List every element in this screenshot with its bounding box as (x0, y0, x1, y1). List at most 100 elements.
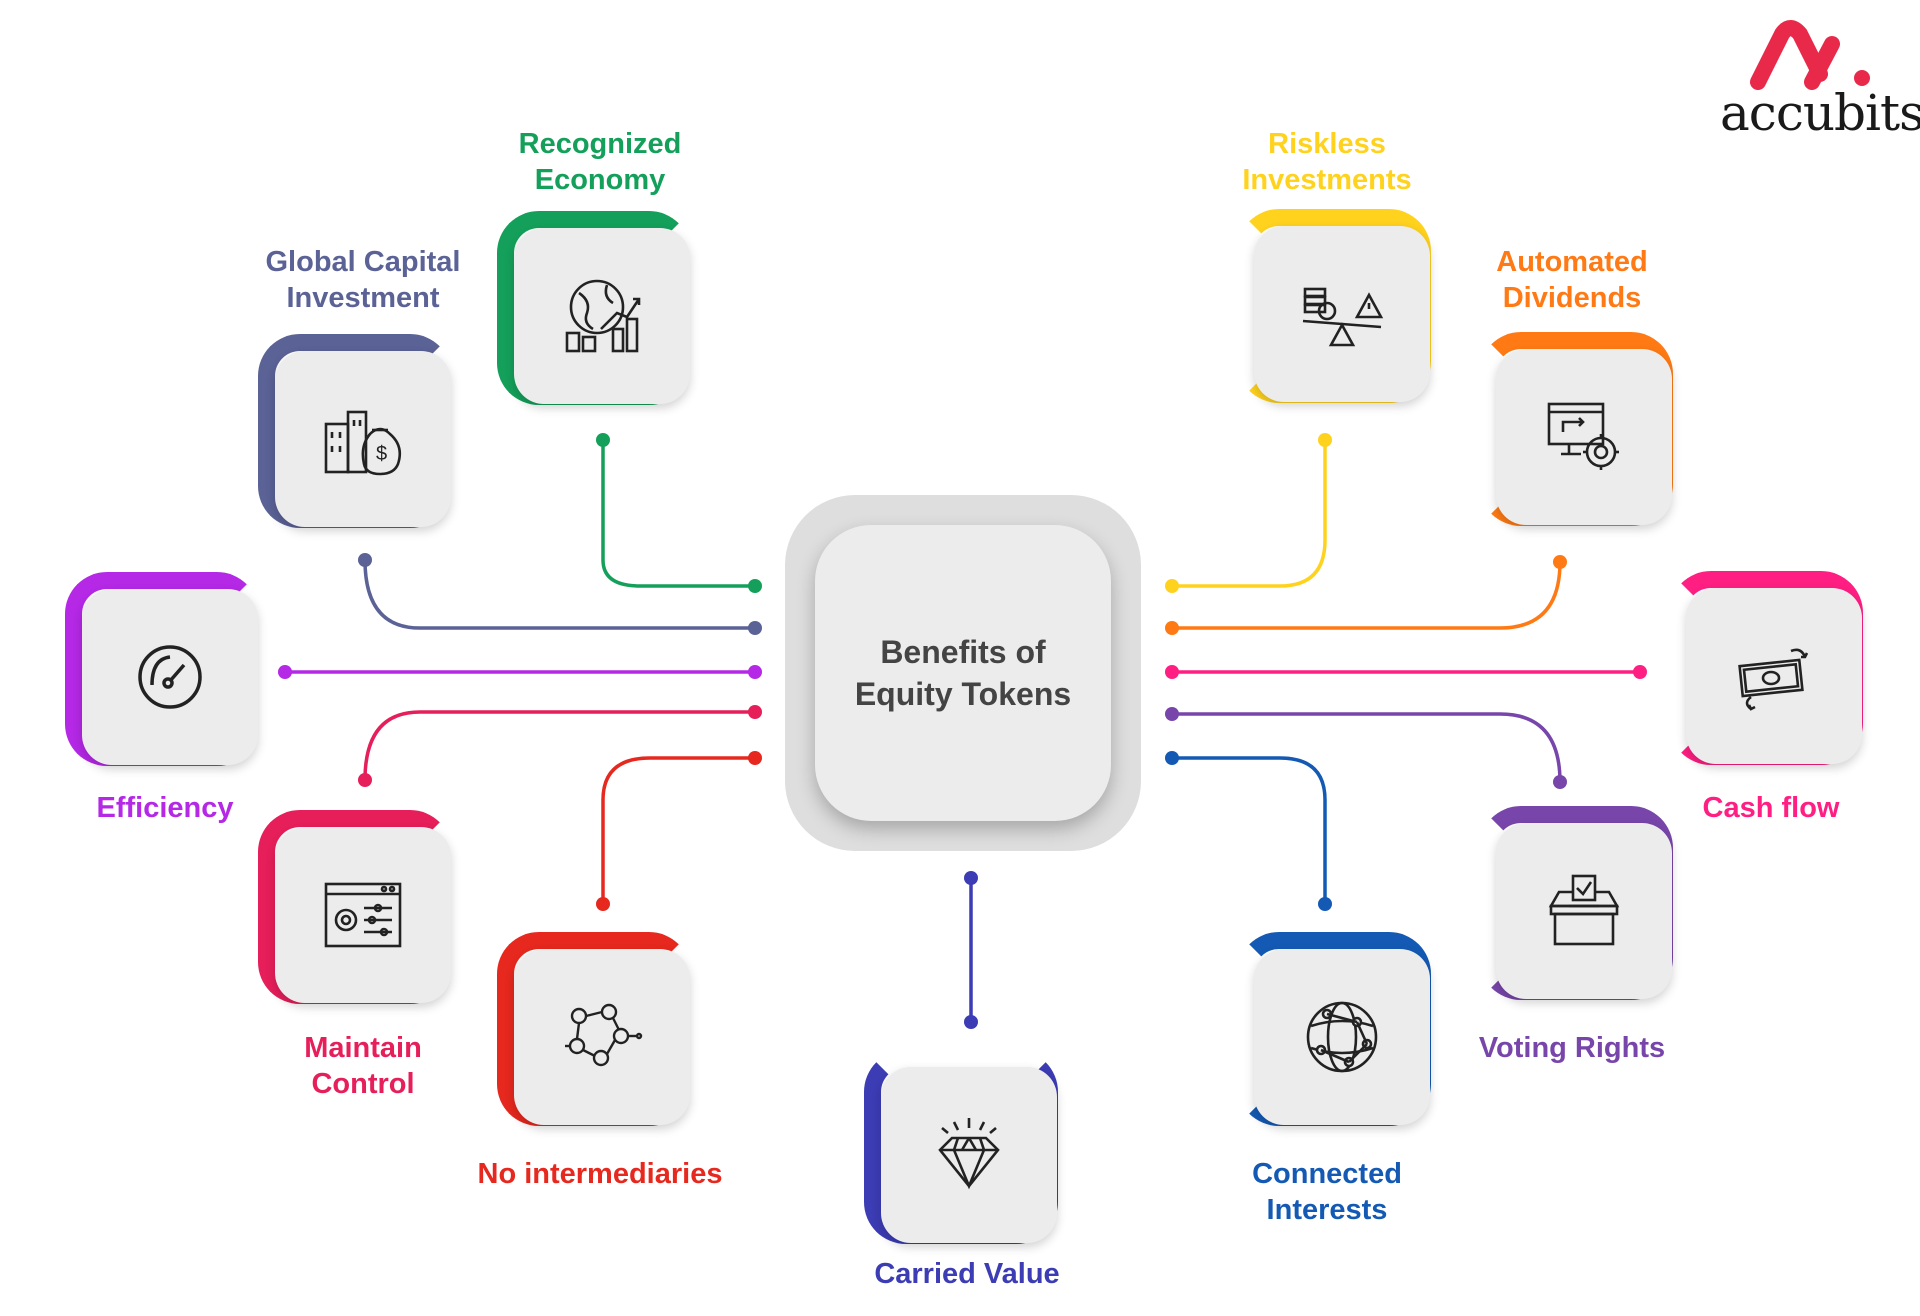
label-automated-dividends: Automated Dividends (1447, 244, 1697, 316)
accubits-logo: accubits (1720, 20, 1920, 142)
tile-connected-interests (1254, 949, 1430, 1125)
connector-dot-no-intermediaries-hub (748, 751, 762, 765)
label-voting-rights: Voting Rights (1447, 1030, 1697, 1066)
card-cash-flow (1669, 571, 1863, 765)
speedometer-icon (138, 645, 202, 709)
label-line-1: Riskless (1268, 128, 1386, 160)
label-line-2: Interests (1266, 1194, 1388, 1226)
connector-dot-no-intermediaries-card (596, 897, 610, 911)
tile-carried-value (881, 1067, 1057, 1243)
center-title: Benefits of Equity Tokens (815, 525, 1111, 821)
city-money-bag-icon: $ (324, 410, 402, 476)
label-efficiency: Efficiency (40, 790, 290, 826)
label-line-1: Automated (1496, 246, 1648, 278)
label-cash-flow: Cash flow (1646, 790, 1896, 826)
tile-no-intermediaries (514, 949, 690, 1125)
connector-dot-maintain-control-hub (748, 705, 762, 719)
connector-dot-recognized-economy-card (596, 433, 610, 447)
cash-exchange-icon (1738, 648, 1809, 711)
label-line-2: Economy (534, 164, 666, 196)
connector-dot-voting-rights-hub (1165, 707, 1179, 721)
label-no-intermediaries: No intermediaries (475, 1156, 725, 1192)
connector-riskless-investments (1172, 440, 1327, 588)
tile-recognized-economy (514, 228, 690, 404)
globe-network-icon (1306, 1001, 1378, 1073)
center-title-line-2: Equity Tokens (854, 676, 1072, 712)
label-line-2: Investment (286, 282, 440, 314)
connector-dot-efficiency-hub (748, 665, 762, 679)
label-global-capital: Global Capital Investment (238, 244, 488, 316)
connector-dot-carried-value-card (964, 871, 978, 885)
connector-dot-maintain-control-card (358, 773, 372, 787)
connector-global-capital (363, 559, 755, 630)
connector-maintain-control (363, 710, 755, 781)
connector-dot-efficiency-card (278, 665, 292, 679)
connector-recognized-economy (601, 440, 755, 588)
label-carried-value: Carried Value (842, 1256, 1092, 1292)
label-line-1: Voting Rights (1478, 1032, 1666, 1064)
label-riskless-investments: Riskless Investments (1202, 126, 1452, 198)
connector-automated-dividends (1172, 561, 1562, 630)
label-line-1: Connected (1252, 1158, 1402, 1190)
tile-efficiency (82, 589, 258, 765)
connector-no-intermediaries (601, 756, 755, 904)
balance-scale-risk-icon (1302, 287, 1384, 347)
connector-voting-rights (1172, 712, 1562, 783)
diamond-icon (938, 1118, 1000, 1190)
connector-dot-global-capital-card (358, 553, 372, 567)
card-riskless-investments (1237, 209, 1431, 403)
control-panel-icon (324, 882, 402, 948)
tile-riskless-investments (1254, 226, 1430, 402)
card-no-intermediaries (497, 932, 691, 1126)
connector-dot-riskless-investments-card (1318, 433, 1332, 447)
connector-dot-recognized-economy-hub (748, 579, 762, 593)
label-connected-interests: Connected Interests (1202, 1156, 1452, 1228)
label-line-2: Investments (1242, 164, 1412, 196)
connector-dot-automated-dividends-hub (1165, 621, 1179, 635)
tile-automated-dividends (1496, 349, 1672, 525)
label-line-2: Control (311, 1068, 415, 1100)
network-people-icon (565, 1003, 643, 1067)
connector-dot-global-capital-hub (748, 621, 762, 635)
computer-gear-icon (1547, 402, 1619, 470)
ballot-box-icon (1548, 874, 1620, 946)
label-line-1: Efficiency (96, 792, 234, 824)
card-maintain-control (258, 810, 452, 1004)
accubits-wordmark: accubits (1720, 84, 1920, 142)
connector-dot-connected-interests-card (1318, 897, 1332, 911)
card-recognized-economy (497, 211, 691, 405)
center-hub: Benefits of Equity Tokens (785, 495, 1141, 851)
label-line-1: Carried Value (874, 1258, 1060, 1290)
card-voting-rights (1479, 806, 1673, 1000)
connector-dot-riskless-investments-hub (1165, 579, 1179, 593)
accubits-logo-mark (1750, 20, 1870, 90)
label-line-1: Cash flow (1702, 792, 1840, 824)
card-efficiency (65, 572, 259, 766)
connector-dot-connected-interests-hub (1165, 751, 1179, 765)
connector-dot-cash-flow-hub (1165, 665, 1179, 679)
svg-text:$: $ (376, 443, 387, 465)
tile-maintain-control (275, 827, 451, 1003)
label-recognized-economy: Recognized Economy (475, 126, 725, 198)
card-connected-interests (1237, 932, 1431, 1126)
connector-dot-cash-flow-card (1633, 665, 1647, 679)
label-line-1: Recognized (518, 128, 682, 160)
tile-cash-flow (1686, 588, 1862, 764)
label-line-1: No intermediaries (477, 1158, 723, 1190)
label-line-2: Dividends (1502, 282, 1642, 314)
globe-growth-chart-icon (565, 279, 641, 353)
tile-voting-rights (1496, 823, 1672, 999)
label-line-1: Maintain (304, 1032, 422, 1064)
connector-dot-voting-rights-card (1553, 775, 1567, 789)
label-maintain-control: Maintain Control (238, 1030, 488, 1102)
card-automated-dividends (1479, 332, 1673, 526)
connector-connected-interests (1172, 756, 1327, 904)
card-carried-value (864, 1050, 1058, 1244)
tile-global-capital: $ (275, 351, 451, 527)
connector-dot-carried-value-hub (964, 1015, 978, 1029)
center-title-line-1: Benefits of (880, 634, 1046, 670)
card-global-capital: $ (258, 334, 452, 528)
connector-dot-automated-dividends-card (1553, 555, 1567, 569)
